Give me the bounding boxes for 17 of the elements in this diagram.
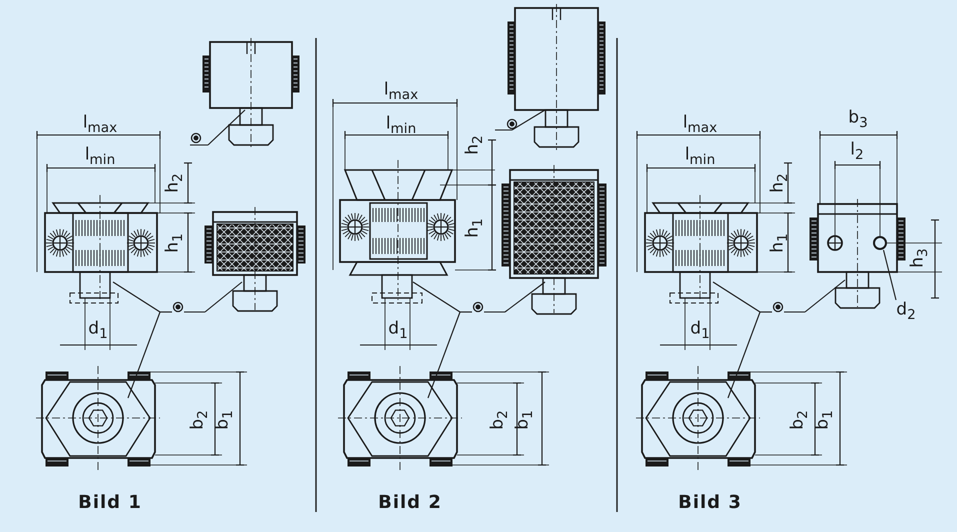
dimension-label: l$_{max}$ [682, 114, 718, 136]
leader-line [882, 250, 897, 300]
dimension-label: b$_{3}$ [848, 110, 868, 130]
dimension-label: l$_{min}$ [84, 146, 116, 168]
dimension-label: l$_{min}$ [386, 116, 416, 136]
figure-caption: Bild 1 [78, 494, 142, 512]
figure-caption: Bild 3 [678, 494, 742, 512]
dimension-label: d$_{1}$ [88, 320, 108, 342]
figure-caption: Bild 2 [378, 494, 442, 512]
dimension-label: d$_{2}$ [896, 302, 916, 322]
dimension-label: l$_{2}$ [850, 142, 864, 162]
bore-hole [873, 236, 887, 250]
dimension-label: l$_{max}$ [82, 114, 118, 136]
dimension-label: l$_{max}$ [384, 82, 418, 102]
dimension-label: l$_{min}$ [684, 146, 716, 168]
dimension-label: d$_{1}$ [690, 320, 710, 342]
dimension-label: d$_{1}$ [388, 320, 408, 342]
